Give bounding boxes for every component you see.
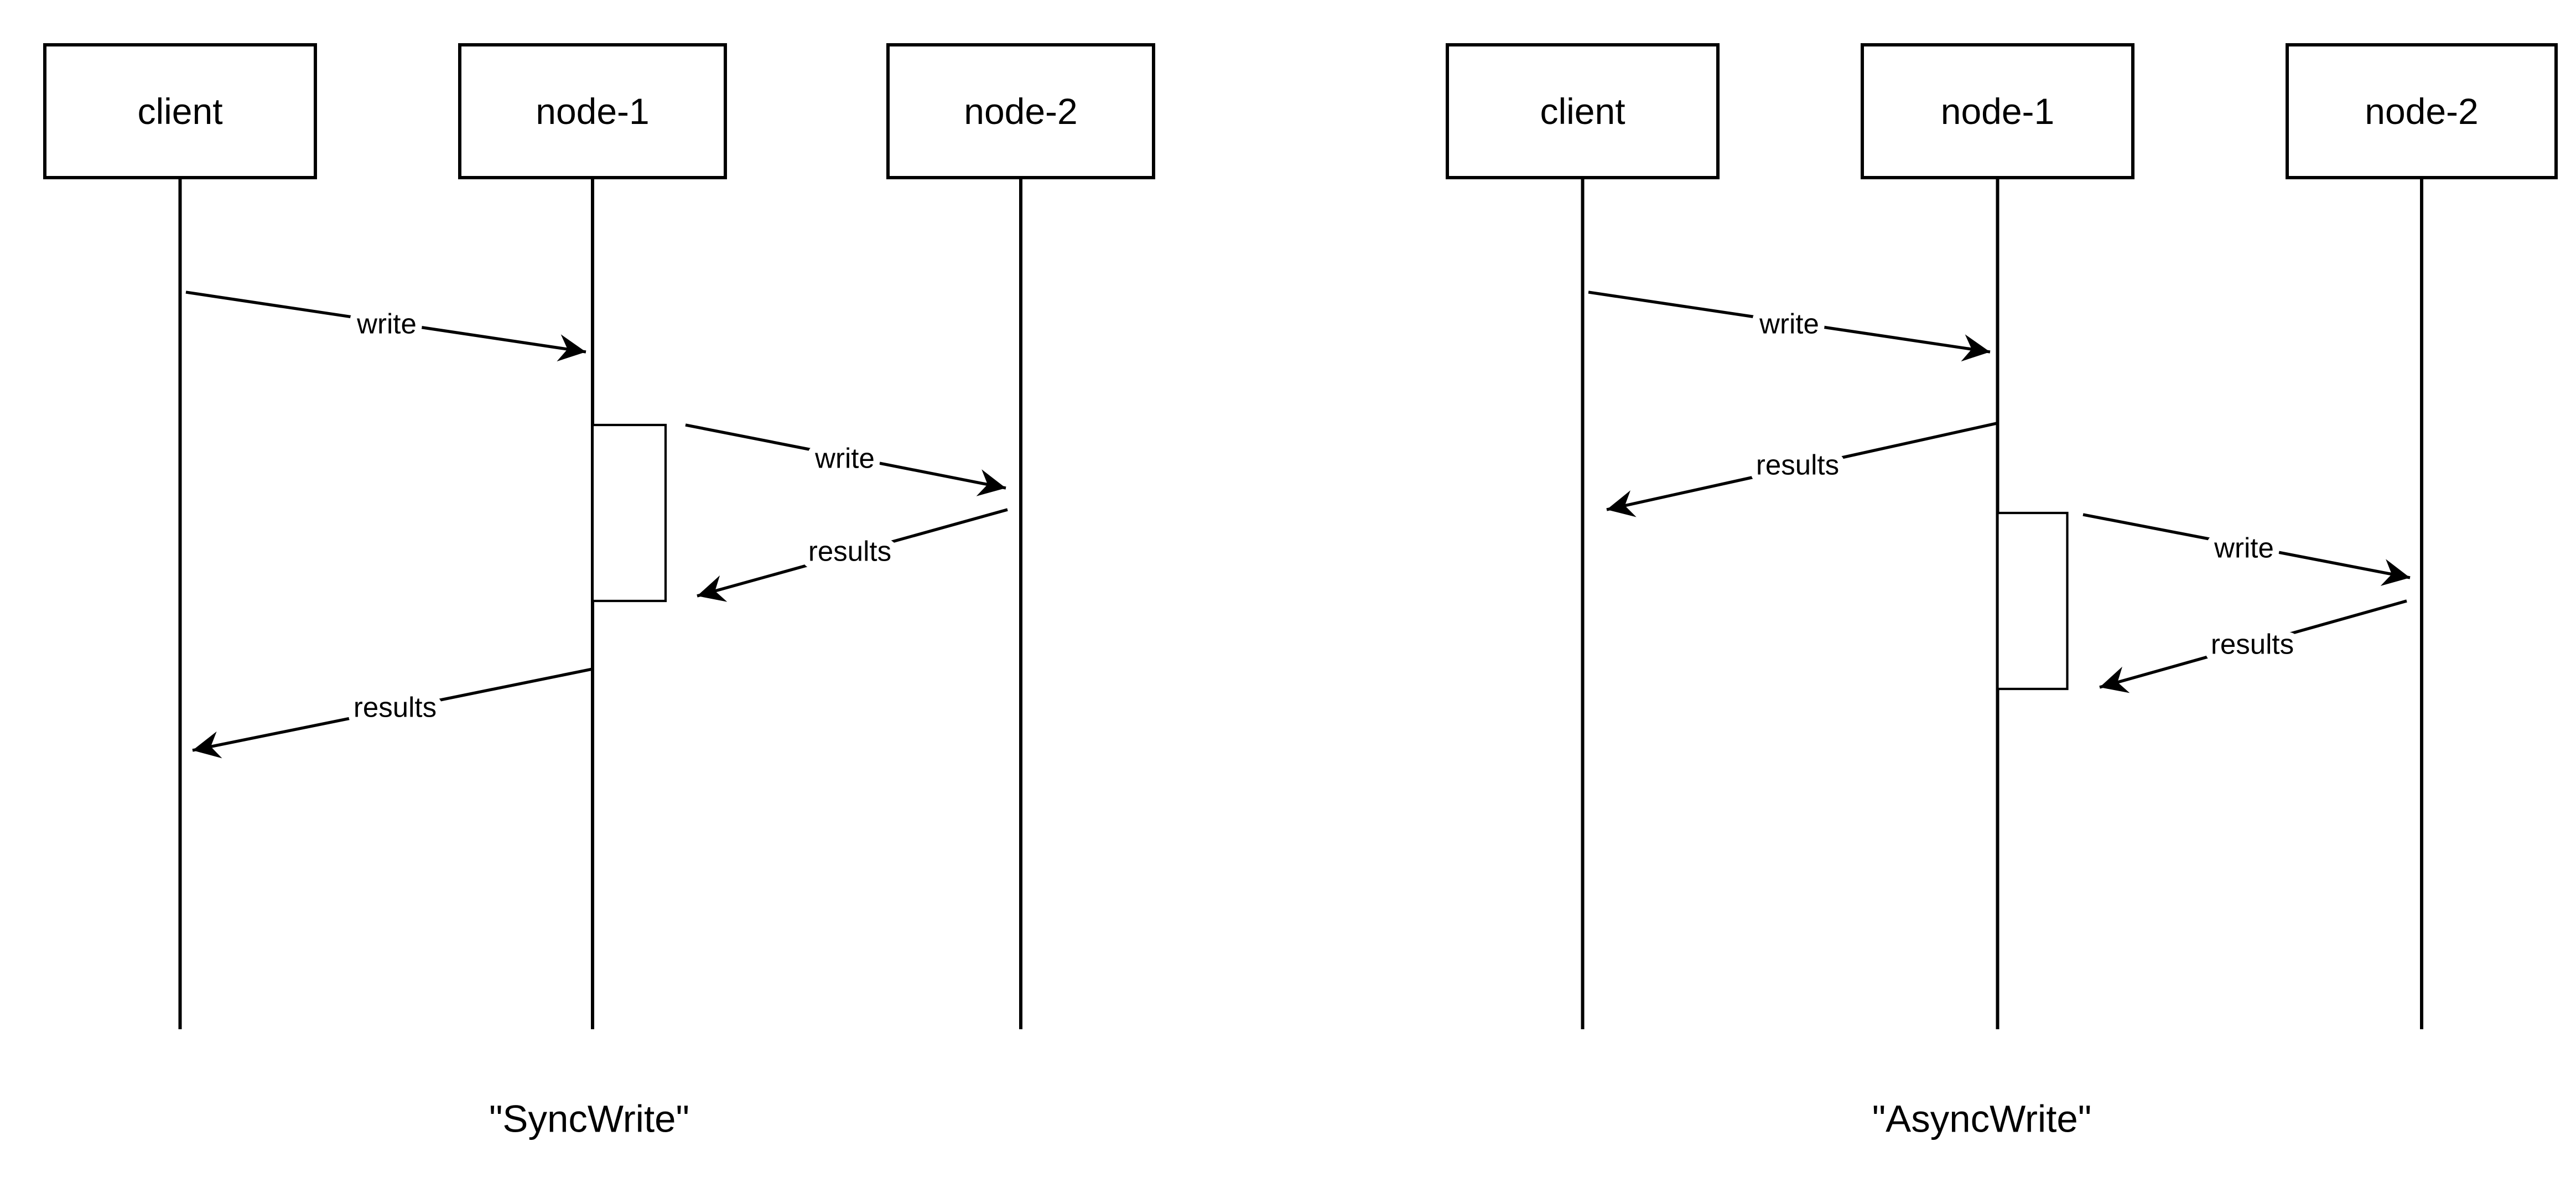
actor-box xyxy=(1861,43,2134,179)
actor-box xyxy=(2286,43,2558,179)
actor-label: node-2 xyxy=(2365,91,2479,132)
message-write-client-to-node-1: write xyxy=(1588,291,1991,362)
actor-node-1: node-1 xyxy=(458,43,727,179)
actor-box xyxy=(1446,43,1720,179)
message-line xyxy=(2082,513,2411,586)
message-label: results xyxy=(354,692,437,723)
message-label: write xyxy=(1759,308,1819,340)
actor-box xyxy=(886,43,1155,179)
message-label: write xyxy=(356,308,417,340)
message-label: results xyxy=(1756,449,1839,481)
actor-node-1: node-1 xyxy=(1861,43,2134,179)
activation-bar-node-1 xyxy=(1996,511,2069,691)
message-label: results xyxy=(2211,629,2294,660)
message-label: write xyxy=(814,443,875,474)
message-results-node-1-to-client: results xyxy=(1606,422,1997,517)
actor-box xyxy=(43,43,317,179)
diagram-caption-syncwrite: "SyncWrite" xyxy=(489,1098,689,1140)
message-label: write xyxy=(2214,532,2274,564)
actor-node-2: node-2 xyxy=(886,43,1155,179)
message-results-node-2-to-node-1: results xyxy=(2099,599,2407,693)
actor-label: node-1 xyxy=(536,91,650,132)
actor-client: client xyxy=(1446,43,1720,179)
activation-bar-node-1 xyxy=(591,423,667,603)
sequence-diagram-syncwrite: client node-1 node-2 write write results xyxy=(43,43,1155,1140)
sequence-diagram-asyncwrite: client node-1 node-2 write results write xyxy=(1446,43,2558,1140)
diagram-caption-asyncwrite: "AsyncWrite" xyxy=(1872,1098,2092,1140)
actor-client: client xyxy=(43,43,317,179)
message-line xyxy=(2099,599,2407,693)
message-line xyxy=(1606,422,1997,517)
actor-node-2: node-2 xyxy=(2286,43,2558,179)
actor-label: client xyxy=(137,91,222,132)
message-line xyxy=(185,291,586,362)
actor-box xyxy=(458,43,727,179)
message-line xyxy=(685,423,1006,496)
actor-label: node-2 xyxy=(964,91,1078,132)
message-line xyxy=(1588,291,1991,362)
message-write-node-1-to-node-2: write xyxy=(685,423,1006,496)
message-results-node-1-to-client: results xyxy=(192,667,593,759)
message-line xyxy=(697,508,1008,602)
actor-label: node-1 xyxy=(1941,91,2055,132)
message-line xyxy=(192,667,593,759)
message-write-node-1-to-node-2: write xyxy=(2082,513,2411,586)
message-results-node-2-to-node-1: results xyxy=(697,508,1008,602)
message-write-client-to-node-1: write xyxy=(185,291,586,362)
message-label: results xyxy=(808,536,891,567)
actor-label: client xyxy=(1540,91,1625,132)
